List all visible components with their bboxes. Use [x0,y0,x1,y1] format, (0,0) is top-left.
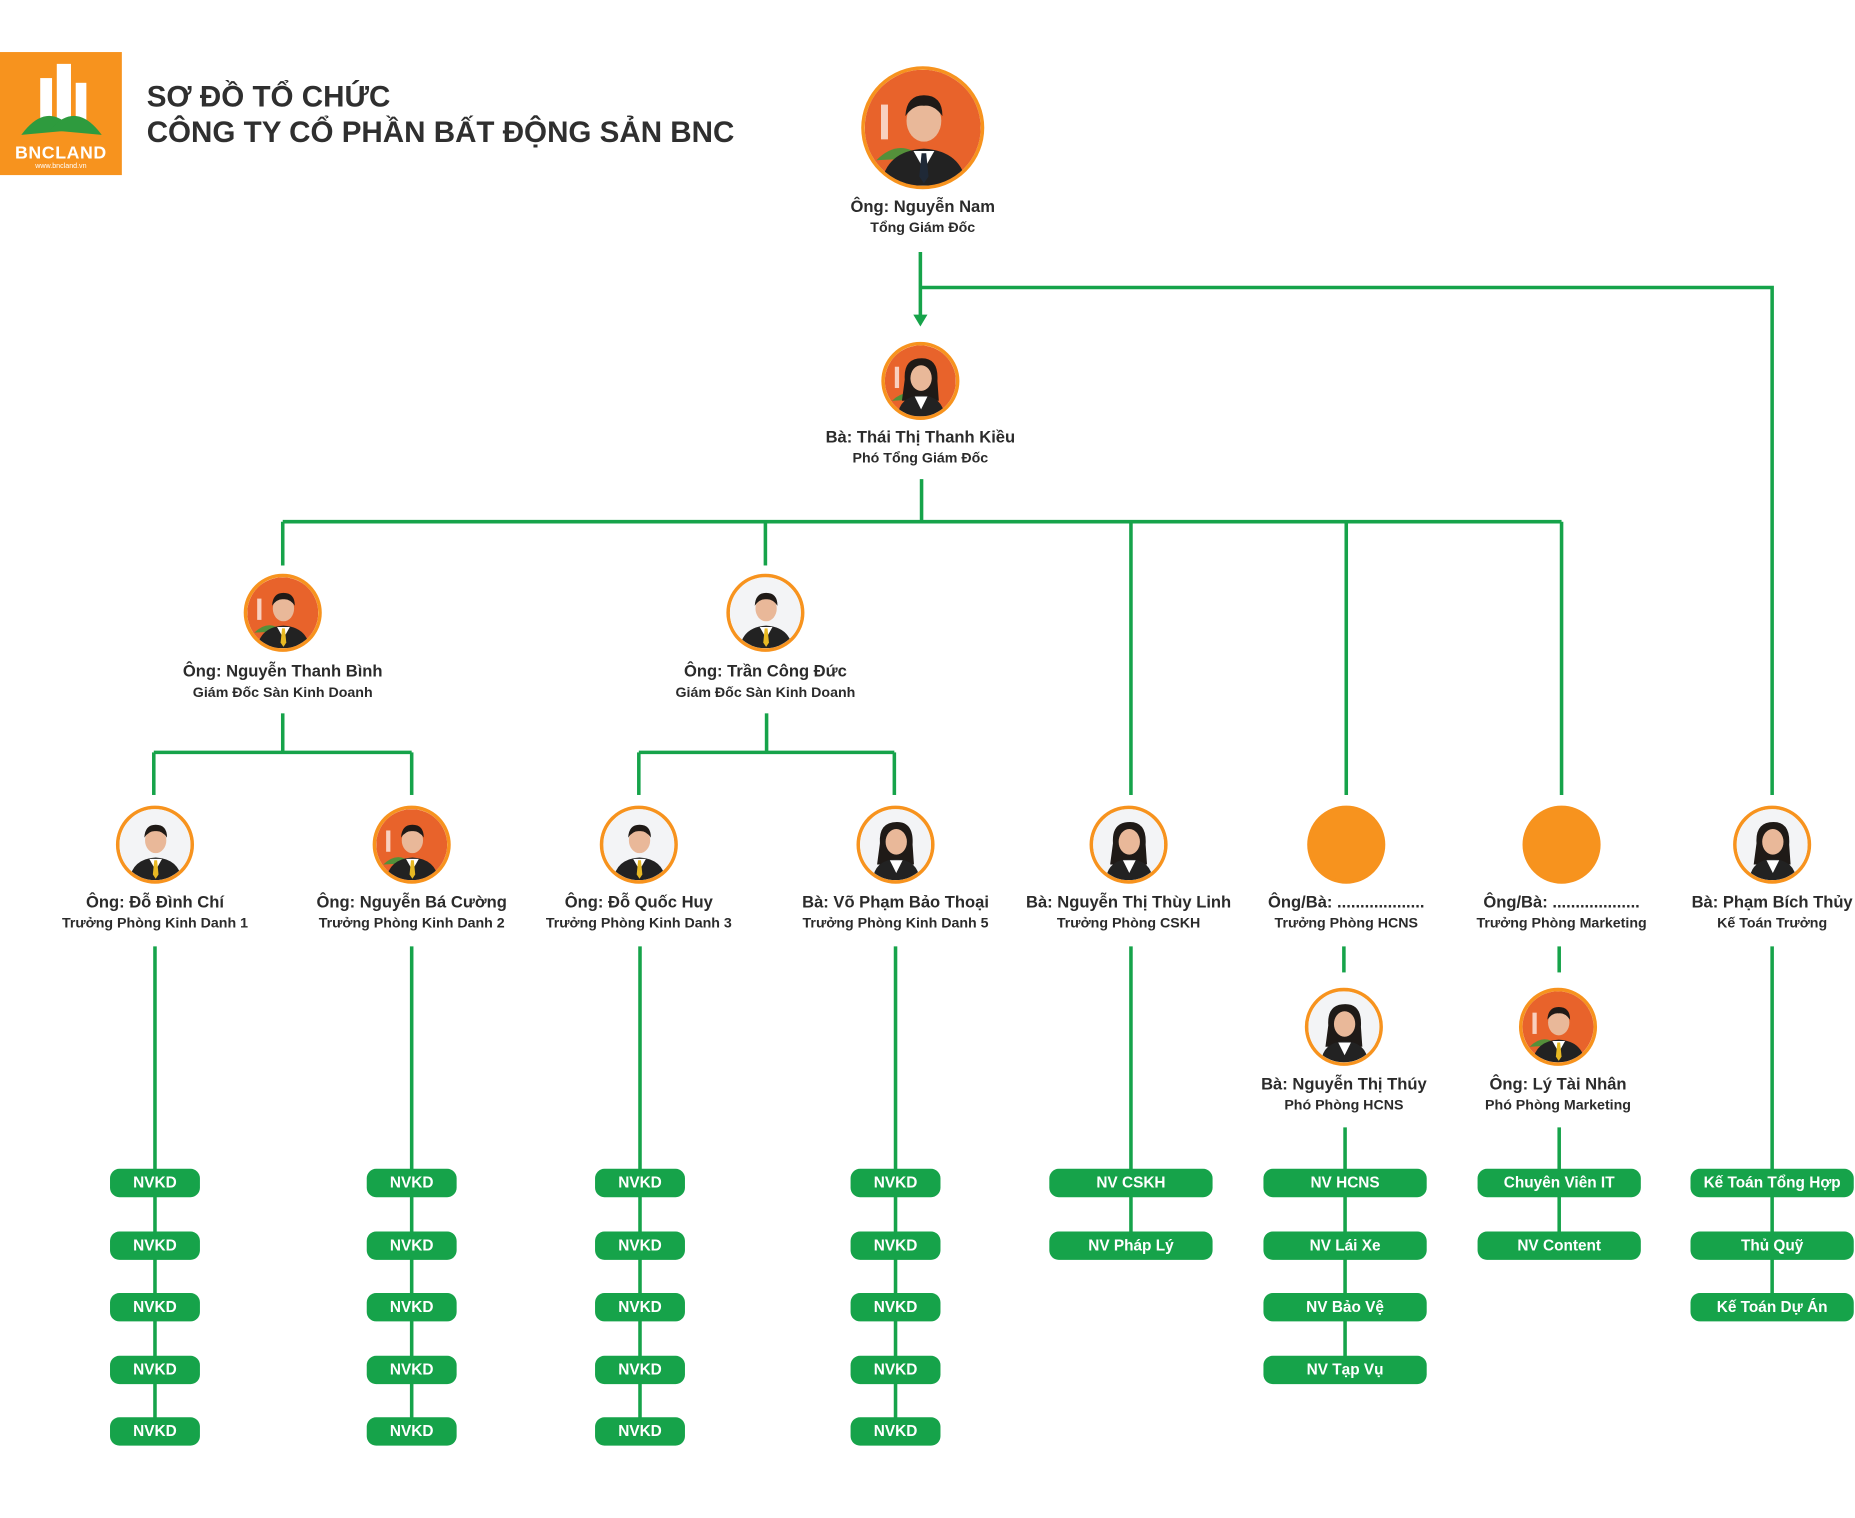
portrait-icon [884,345,956,417]
portrait-icon [1736,809,1808,881]
staff-badge-kd3: NVKD [595,1417,685,1446]
page-title: SƠ ĐỒ TỔ CHỨC [146,80,391,114]
person-title-deputy: Phó Tổng Giám Đốc [852,449,989,467]
avatar-director2 [726,573,805,652]
person-title-head-kd3: Trưởng Phòng Kinh Danh 3 [545,914,732,932]
staff-badge-kd5: NVKD [850,1168,941,1198]
person-title-head-cskh: Trưởng Phòng CSKH [1056,914,1201,932]
portrait-icon [376,809,448,881]
staff-badge-kd2: NVKD [366,1168,457,1198]
staff-badge-kd2: NVKD [366,1230,457,1260]
person-name-deputy: Bà: Thái Thị Thanh Kiều [825,427,1016,446]
avatar-head-cskh [1089,805,1168,884]
staff-badge-kd3: NVKD [595,1293,685,1322]
staff-badge-hcns: NV Lái Xe [1263,1230,1427,1260]
person-title-head-kd5: Trưởng Phòng Kinh Danh 5 [802,914,989,932]
person-name-head-kd5: Bà: Võ Phạm Bảo Thoại [802,891,989,911]
person-name-head-mkt: Ông/Bà: ................... [1483,891,1640,911]
staff-badge-acc: Kế Toán Dự Án [1690,1293,1854,1322]
person-name-ceo: Ông: Nguyễn Nam [850,196,995,216]
person-name-chief-acc: Bà: Phạm Bích Thủy [1691,891,1853,911]
person-title-chief-acc: Kế Toán Trưởng [1717,914,1828,932]
portrait-icon [1093,809,1165,881]
avatar-head-kd1 [115,805,195,884]
person-title-head-hcns: Trưởng Phòng HCNS [1274,914,1418,932]
staff-badge-cskh: NV CSKH [1049,1168,1213,1198]
logo-text: BNCLAND [14,143,107,164]
avatar-head-kd5 [856,805,935,884]
staff-badge-kd2: NVKD [366,1293,457,1322]
staff-badge-kd2: NVKD [366,1355,457,1384]
staff-badge-cskh: NV Pháp Lý [1049,1230,1213,1260]
staff-badge-kd1: NVKD [110,1355,200,1384]
connector-ceo-accountant [920,285,1774,795]
staff-badge-hcns: NV Tạp Vụ [1263,1355,1427,1384]
staff-badge-kd5: NVKD [850,1230,941,1260]
portrait-icon [1308,991,1380,1063]
person-name-director1: Ông: Nguyễn Thanh Bình [182,661,383,681]
person-name-head-hcns: Ông/Bà: ................... [1268,891,1425,911]
person-name-head-kd2: Ông: Nguyễn Bá Cường [316,891,507,911]
staff-badge-acc: Thủ Quỹ [1690,1230,1854,1260]
avatar-dep-mkt [1518,987,1598,1066]
person-title-head-kd1: Trưởng Phòng Kinh Danh 1 [61,914,248,932]
avatar-head-mkt [1522,805,1601,884]
arrow-head-icon [913,314,928,327]
staff-badge-kd2: NVKD [366,1417,457,1446]
staff-badge-hcns: NV Bảo Vệ [1263,1293,1427,1322]
staff-badge-kd1: NVKD [110,1168,200,1198]
staff-badge-mkt: NV Content [1477,1230,1641,1260]
person-name-head-cskh: Bà: Nguyễn Thị Thùy Linh [1025,891,1232,911]
staff-badge-hcns: NV HCNS [1263,1168,1427,1198]
avatar-ceo [861,66,985,190]
avatar-dep-hcns [1304,987,1383,1066]
person-title-director1: Giám Đốc Sàn Kinh Doanh [192,683,373,701]
person-title-dep-mkt: Phó Phòng Marketing [1485,1096,1631,1114]
person-title-dep-hcns: Phó Phòng HCNS [1284,1096,1404,1114]
staff-badge-mkt: Chuyên Viên IT [1477,1168,1641,1198]
avatar-head-kd3 [599,805,678,884]
logo-website: www.bncland.vn [35,163,87,171]
staff-badge-kd1: NVKD [110,1293,200,1322]
person-name-dep-hcns: Bà: Nguyễn Thị Thúy [1261,1074,1427,1094]
avatar-chief-acc [1733,805,1812,884]
company-logo: BNCLAND www.bncland.vn [0,52,122,176]
avatar-head-kd2 [372,805,451,884]
person-name-director2: Ông: Trần Công Đức [683,661,847,681]
portrait-icon [119,809,191,881]
portrait-icon [603,809,675,881]
person-title-head-kd2: Trưởng Phòng Kinh Danh 2 [318,914,505,932]
staff-badge-kd3: NVKD [595,1168,685,1198]
person-title-director2: Giám Đốc Sàn Kinh Doanh [675,683,856,701]
portrait-icon [1522,991,1594,1063]
staff-badge-kd5: NVKD [850,1293,941,1322]
staff-badge-acc: Kế Toán Tổng Hợp [1690,1168,1854,1198]
avatar-head-hcns [1307,805,1386,884]
building-leaf-icon [21,63,102,135]
portrait-icon [729,577,801,649]
staff-badge-kd3: NVKD [595,1355,685,1384]
person-name-head-kd3: Ông: Đỗ Quốc Huy [564,891,713,911]
staff-badge-kd1: NVKD [110,1417,200,1446]
staff-badge-kd5: NVKD [850,1355,941,1384]
avatar-deputy [881,341,960,420]
portrait-icon [247,577,319,649]
person-name-dep-mkt: Ông: Lý Tài Nhân [1489,1074,1627,1094]
staff-badge-kd5: NVKD [850,1417,941,1446]
portrait-icon [860,809,932,881]
person-title-head-mkt: Trưởng Phòng Marketing [1476,914,1647,932]
staff-badge-kd3: NVKD [595,1230,685,1260]
page-subtitle: CÔNG TY CỔ PHẦN BẤT ĐỘNG SẢN BNC [146,115,735,150]
person-name-head-kd1: Ông: Đỗ Đình Chí [85,891,224,911]
person-title-ceo: Tổng Giám Đốc [870,218,976,236]
portrait-icon [864,69,981,186]
avatar-director1 [243,573,322,652]
staff-badge-kd1: NVKD [110,1230,200,1260]
